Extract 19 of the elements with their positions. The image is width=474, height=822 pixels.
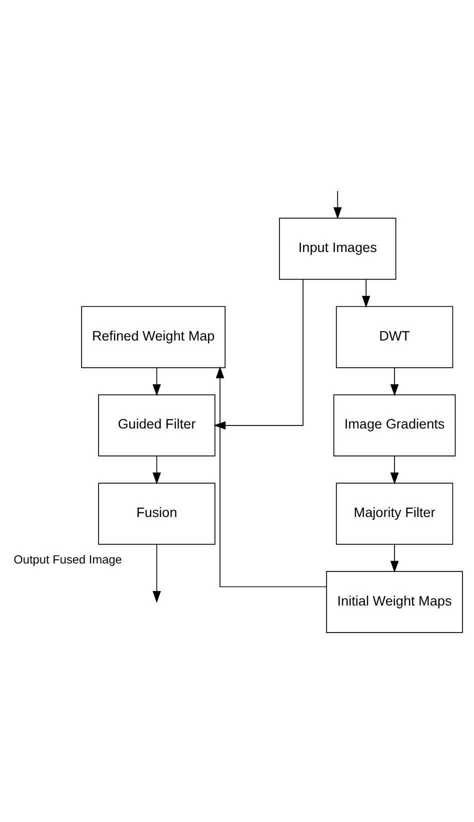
node-box: DWT (336, 306, 454, 368)
arrow (214, 278, 304, 430)
arrow (390, 366, 399, 396)
arrow (333, 190, 342, 219)
node-box: Input Images (279, 217, 396, 280)
node-box: Initial Weight Maps (326, 570, 463, 633)
arrow (390, 543, 399, 572)
arrow (216, 366, 327, 587)
arrow (362, 278, 370, 308)
node-box: Fusion (98, 482, 216, 544)
node-box: Majority Filter (336, 482, 454, 544)
node-box: Image Gradients (333, 394, 456, 456)
node-box: Refined Weight Map (81, 306, 226, 368)
node-box: Guided Filter (98, 394, 216, 456)
arrow (390, 455, 399, 484)
arrow (152, 366, 161, 396)
arrow (152, 455, 161, 484)
arrow (152, 543, 161, 602)
edge-label: Output Fused Image (14, 552, 122, 566)
